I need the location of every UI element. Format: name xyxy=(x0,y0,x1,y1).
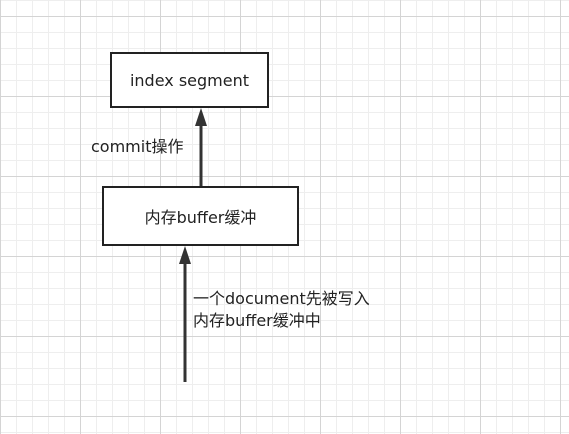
memory-buffer-label: 内存buffer缓冲 xyxy=(144,208,257,227)
memory-buffer-node[interactable]: 内存buffer缓冲 xyxy=(102,186,299,246)
index-segment-node[interactable]: index segment xyxy=(110,52,269,108)
document-write-edge-label: 一个document先被写入 内存buffer缓冲中 xyxy=(193,288,370,332)
commit-edge-label: commit操作 xyxy=(91,137,184,156)
document-write-arrow xyxy=(179,246,191,382)
commit-arrow xyxy=(195,108,207,186)
index-segment-label: index segment xyxy=(129,70,250,90)
document-write-label-line-1: 一个document先被写入 xyxy=(193,289,370,308)
document-write-label-line-2: 内存buffer缓冲中 xyxy=(193,311,321,330)
